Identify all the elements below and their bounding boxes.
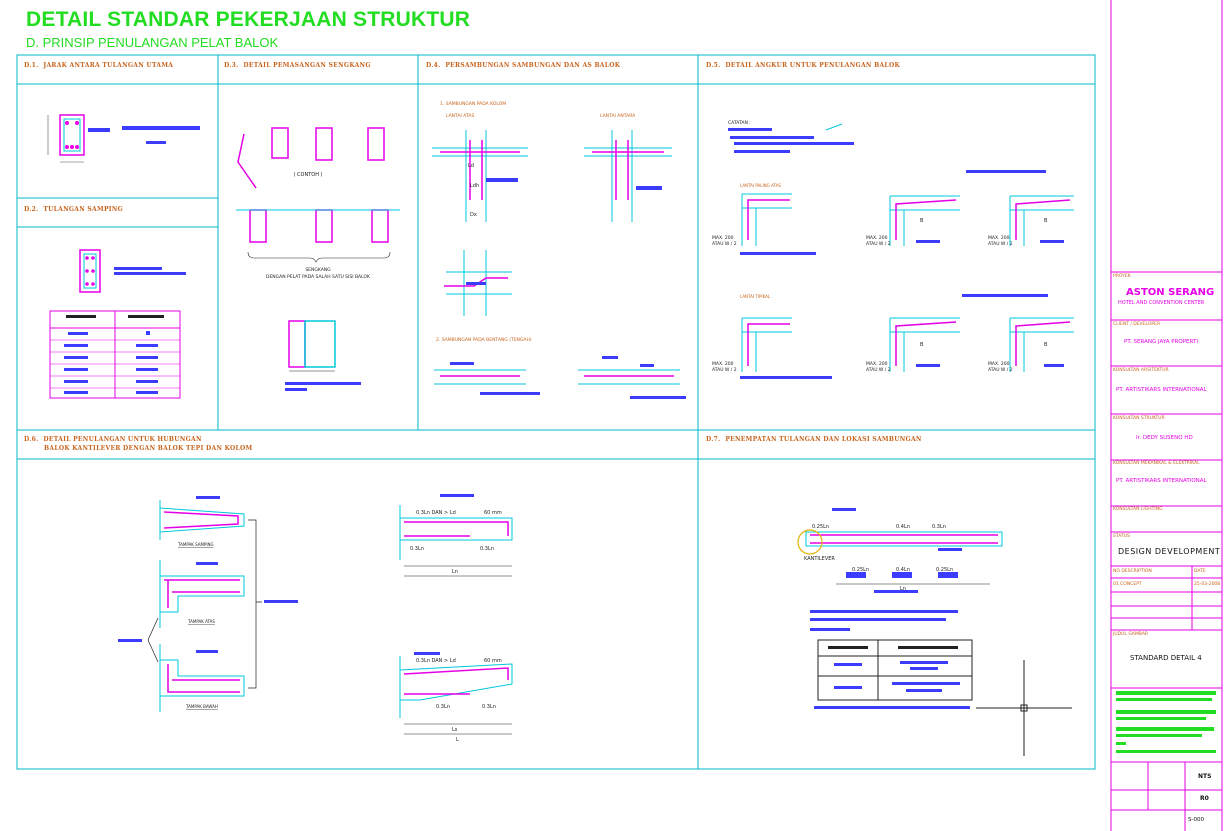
d5-anchor-details <box>728 123 1074 379</box>
drawing-title-label: JUDUL GAMBAR <box>1113 632 1149 637</box>
revision-date-header: DATE <box>1194 569 1206 574</box>
mep-label: KONSULTAN MEKANIKAL & ELEKTRIKAL <box>1113 461 1200 466</box>
scale-value: NTS <box>1198 773 1212 780</box>
d5-lantai-tipikal: LANTAI TIPIKAL <box>740 294 771 299</box>
d5-atau-3: ATAU W / 2 <box>988 241 1013 247</box>
heading-d4: D.4. PERSAMBUNGAN SAMBUNGAN DAN AS BALOK <box>426 62 621 69</box>
d6-60mm-1: 60 mm <box>484 510 502 516</box>
d6-cantilever-details <box>118 494 513 735</box>
d5-b-2: B <box>1044 218 1048 224</box>
client-label: CLIENT / DEVELOPER <box>1113 322 1161 327</box>
d3-note-1: SENGKANG <box>305 267 331 273</box>
lighting-label: KONSULTAN LIGHTING <box>1113 507 1163 512</box>
d7-ln25-3: 0.25Ln <box>936 567 953 573</box>
d7-ln3-1: 0.3Ln <box>932 524 946 530</box>
project-subtitle: HOTEL AND CONVENTION CENTER <box>1118 300 1205 306</box>
heading-d2: D.2. TULANGAN SAMPING <box>24 206 124 213</box>
d6-tampak-samping: TAMPAK SAMPING <box>177 542 214 547</box>
d4-dx: Dx <box>470 212 477 218</box>
d5-atau-4: ATAU W / 2 <box>712 367 737 373</box>
structure-name: Ir. DEDY SUSENO HD <box>1136 435 1193 441</box>
d6-tampak-bawah: TAMPAK BAWAH <box>185 704 218 709</box>
d7-splice-location <box>797 508 1072 756</box>
d7-ln25-2: 0.25Ln <box>852 567 869 573</box>
d5-max200-6: MAX. 200 <box>988 361 1010 367</box>
d5-max200-1: MAX. 200 <box>712 235 734 241</box>
d4-ld: Ld <box>468 163 474 169</box>
status-label: STATUS <box>1113 534 1130 539</box>
d3-note-2: DENGAN PELAT PADA SALAH SATU SISI BALOK <box>266 274 371 280</box>
d2-side-reinforcement <box>49 249 186 399</box>
heading-d7: D.7. PENEMPATAN TULANGAN DAN LOKASI SAMB… <box>706 436 922 443</box>
drawing-title-value: STANDARD DETAIL 4 <box>1130 654 1202 662</box>
d6-ln3-2: 0.3Ln <box>480 546 494 552</box>
d1-beam-section <box>47 114 200 163</box>
client-name: PT. SERANG JAYA PROPERTI <box>1124 339 1198 345</box>
d5-max200-4: MAX. 200 <box>712 361 734 367</box>
d5-b-4: B <box>1044 342 1048 348</box>
d5-atau-6: ATAU W / 2 <box>988 367 1013 373</box>
title-block-stamps <box>1116 691 1216 753</box>
d7-ln25-1: 0.25Ln <box>812 524 829 530</box>
heading-d1: D.1. JARAK ANTARA TULANGAN UTAMA <box>24 62 174 69</box>
sheet-frame <box>16 54 1096 770</box>
d5-b-1: B <box>920 218 924 224</box>
drawing-title: DETAIL STANDAR PEKERJAAN STRUKTUR <box>26 8 471 31</box>
revision-desc-header: NO DESCRIPTION <box>1113 569 1152 574</box>
revision-1-desc: 01 CONCEPT <box>1113 582 1142 587</box>
d7-ln4-1: 0.4Ln <box>896 524 910 530</box>
drawing-subtitle: D. PRINSIP PENULANGAN PELAT BALOK <box>26 35 279 50</box>
d4-sambungan-kolom: 1. SAMBUNGAN PADA KOLOM <box>440 101 506 107</box>
d4-sambungan-tengah: 2. SAMBUNGAN PADA BENTANG (TENGAH) <box>436 337 532 343</box>
mep-name: PT. ARTISTIKARS INTERNATIONAL <box>1116 478 1207 484</box>
d5-b-3: B <box>920 342 924 348</box>
d7-ln4-2: 0.4Ln <box>896 567 910 573</box>
project-name: ASTON SERANG <box>1126 287 1215 298</box>
revision-1-date: 25-03-2008 <box>1194 582 1221 587</box>
d6-dan-2: 0.3Ln DAN > Ld <box>416 658 456 664</box>
structure-label: KONSULTAN STRUKTUR <box>1113 416 1165 421</box>
d5-atau-1: ATAU W / 2 <box>712 241 737 247</box>
d7-ln: Ln <box>900 586 906 592</box>
d3-contoh-label: ( CONTOH ) <box>294 172 323 178</box>
d5-catatan: CATATAN : <box>728 120 751 126</box>
d5-atau-2: ATAU W / 2 <box>866 241 891 247</box>
d6-ls: Ls <box>452 727 458 733</box>
d4-lantai-antara: LANTAI ANTARA <box>600 113 636 119</box>
d5-max200-2: MAX. 200 <box>866 235 888 241</box>
d5-lantai-paling-atas: LANTAI PALING ATAS <box>740 183 781 188</box>
d7-kantilever: KANTILEVER <box>804 556 835 562</box>
d6-60mm-2: 60 mm <box>484 658 502 664</box>
d6-l: L <box>456 737 459 743</box>
status-value: DESIGN DEVELOPMENT <box>1118 547 1221 556</box>
title-block-frame <box>1110 0 1223 831</box>
d5-max200-3: MAX. 200 <box>988 235 1010 241</box>
architect-name: PT. ARTISTIKARS INTERNATIONAL <box>1116 387 1207 393</box>
revision-value: R0 <box>1200 795 1209 802</box>
heading-d6: D.6. DETAIL PENULANGAN UNTUK HUBUNGAN <box>24 436 202 443</box>
d6-tampak-atas: TAMPAK ATAS <box>187 619 215 624</box>
d6-ln3-3: 0.3Ln <box>436 704 450 710</box>
heading-d3: D.3. DETAIL PEMASANGAN SENGKANG <box>224 62 371 69</box>
d4-ldh: Ldh <box>470 183 479 189</box>
d6-ln3-4: 0.3Ln <box>482 704 496 710</box>
architect-label: KONSULTAN ARSITEKTUR <box>1113 368 1169 373</box>
d5-max200-5: MAX. 200 <box>866 361 888 367</box>
proyek-label: PROYEK <box>1113 274 1131 279</box>
heading-d5: D.5. DETAIL ANGKUR UNTUK PENULANGAN BALO… <box>706 62 900 69</box>
d5-atau-5: ATAU W / 2 <box>866 367 891 373</box>
d6-ln-1: Ln <box>452 569 458 575</box>
d3-stirrup-details <box>236 127 400 391</box>
d4-joint-details <box>432 130 686 399</box>
drawing-number: S-000 <box>1188 817 1204 823</box>
heading-d6-line2: BALOK KANTILEVER DENGAN BALOK TEPI DAN K… <box>44 445 253 452</box>
d4-lantai-atas: LANTAI ATAS <box>446 113 474 119</box>
d6-ln3-1: 0.3Ln <box>410 546 424 552</box>
d6-dan-1: 0.3Ln DAN > Ld <box>416 510 456 516</box>
